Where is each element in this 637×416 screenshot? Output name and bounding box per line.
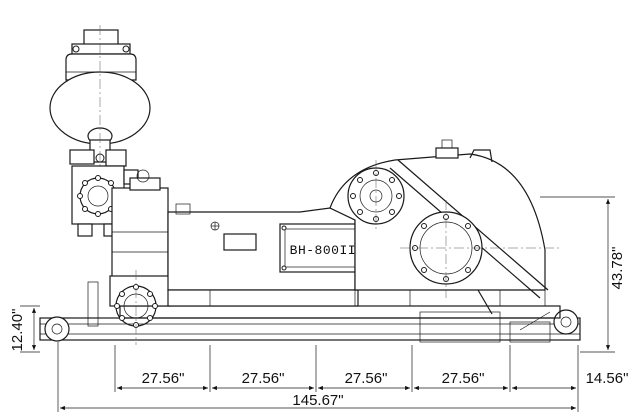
dim-spacing-1: 27.56" (142, 370, 185, 387)
dim-overall-length: 145.67" (292, 392, 343, 409)
dim-spacing-2: 27.56" (242, 370, 285, 387)
dim-spacing-4: 27.56" (442, 370, 485, 387)
nameplate-text: BH-800III (290, 243, 365, 258)
dim-spacing-3: 27.56" (345, 370, 388, 387)
dimension-lines (20, 196, 615, 412)
dim-base-height: 12.40" (9, 309, 26, 352)
dim-height: 43.78" (609, 247, 626, 290)
power-end-frame (167, 203, 359, 307)
pulsation-dampener (49, 25, 151, 180)
dim-end-overhang: 14.56" (586, 370, 629, 387)
fluid-end (87, 169, 171, 345)
gear-case (329, 139, 560, 307)
